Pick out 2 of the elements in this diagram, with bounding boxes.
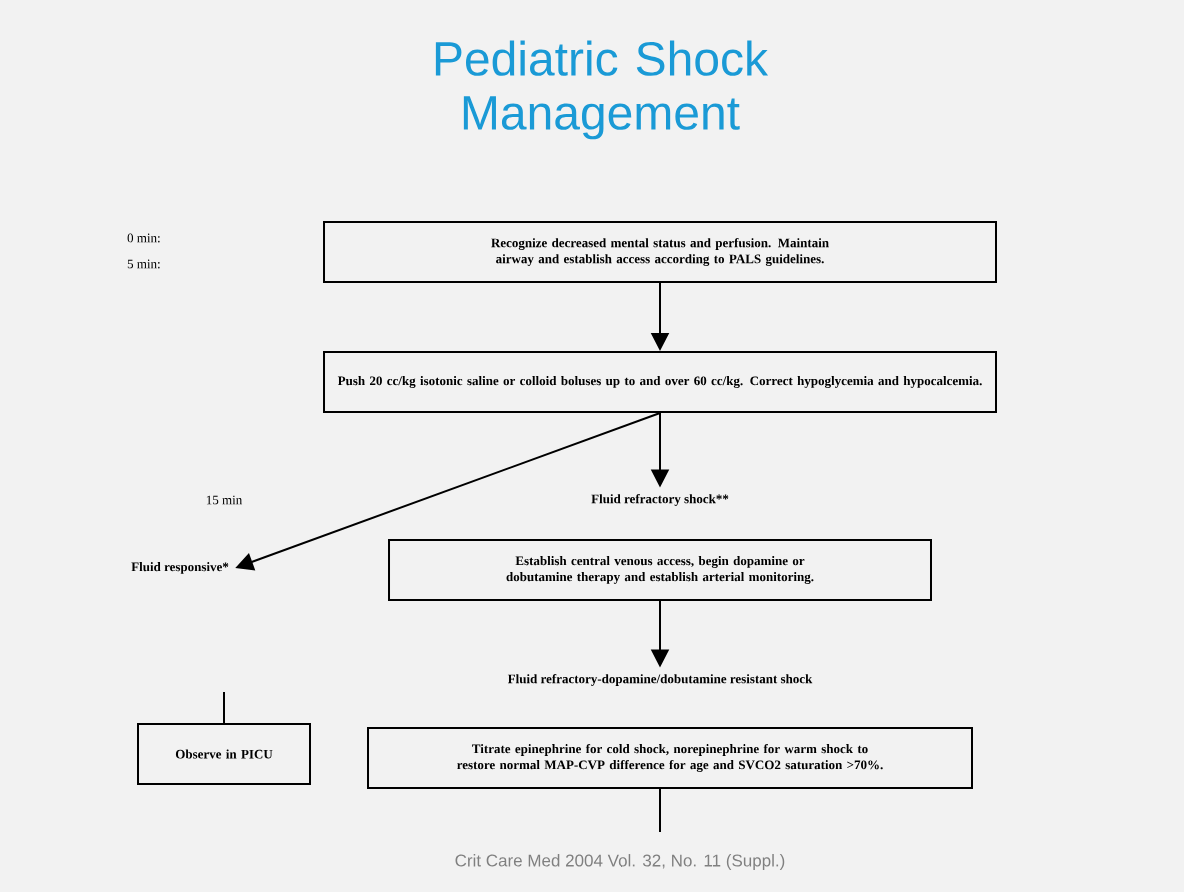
title: Pediatric Shock Management	[435, 40, 769, 140]
citation: Crit Care Med 2004 Vol. 32, No. 11 (Suppl.)	[455, 854, 785, 870]
